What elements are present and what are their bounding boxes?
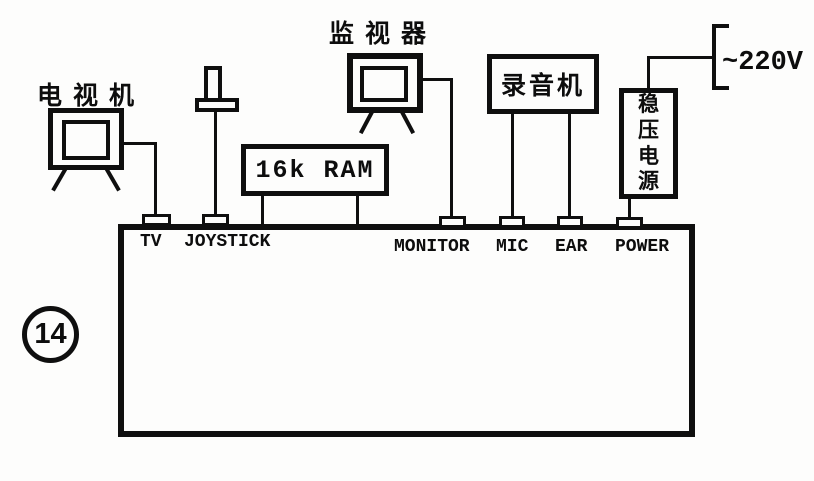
figure-number-badge: 14 bbox=[22, 306, 79, 363]
monitor-port-label: MONITOR bbox=[394, 237, 470, 257]
tape-recorder-label: 录音机 bbox=[500, 72, 585, 100]
tv-port-label: TV bbox=[140, 232, 162, 252]
tv-wire-horizontal bbox=[121, 142, 157, 145]
tv-wire-vertical bbox=[154, 142, 157, 218]
mains-bracket-bottom-tick-icon bbox=[712, 86, 729, 90]
ear-port-label: EAR bbox=[555, 237, 588, 257]
mains-bracket-top-tick-icon bbox=[712, 24, 729, 28]
tv-set-label: 电视机 bbox=[37, 82, 146, 110]
joystick-cable bbox=[214, 110, 217, 217]
monitor-right-leg-icon bbox=[400, 111, 416, 135]
ram-pack-label: 16k RAM bbox=[255, 155, 375, 185]
monitor-wire-horizontal bbox=[421, 78, 453, 81]
mains-bracket-bar-icon bbox=[712, 24, 716, 90]
monitor-screen-icon bbox=[360, 66, 408, 102]
power-supply-label: 稳压电源 bbox=[638, 93, 659, 194]
mains-wire-vertical bbox=[647, 56, 650, 90]
ear-cable bbox=[568, 111, 571, 219]
tv-right-leg-icon bbox=[104, 167, 121, 192]
ram-right-leg-wire bbox=[356, 194, 359, 227]
tv-left-leg-icon bbox=[51, 167, 68, 192]
mic-cable bbox=[511, 111, 514, 219]
monitor-left-leg-icon bbox=[358, 111, 374, 135]
mains-wire-horizontal bbox=[647, 56, 715, 59]
ear-port-pad bbox=[557, 216, 583, 228]
tv-screen-icon bbox=[62, 120, 110, 160]
tv-port-pad bbox=[142, 214, 171, 226]
power-cable bbox=[628, 196, 631, 220]
power-port-label: POWER bbox=[615, 237, 670, 257]
mains-voltage-label: ~220V bbox=[722, 48, 804, 78]
joystick-port-label: JOYSTICK bbox=[184, 232, 271, 252]
figure-number: 14 bbox=[34, 318, 67, 350]
power-supply: 稳压电源 bbox=[619, 88, 678, 199]
joystick-port-pad bbox=[202, 214, 229, 226]
ram-pack: 16k RAM bbox=[241, 144, 389, 196]
monitor-wire-vertical bbox=[450, 78, 453, 219]
computer-case bbox=[118, 224, 695, 437]
monitor-label: 监视器 bbox=[329, 20, 438, 48]
ram-left-leg-wire bbox=[261, 194, 264, 227]
joystick-base-icon bbox=[195, 98, 239, 112]
mic-port-pad bbox=[499, 216, 525, 228]
mic-port-label: MIC bbox=[496, 237, 529, 257]
tape-recorder: 录音机 bbox=[487, 54, 599, 114]
power-port-pad bbox=[616, 217, 643, 229]
monitor-port-pad bbox=[439, 216, 466, 228]
